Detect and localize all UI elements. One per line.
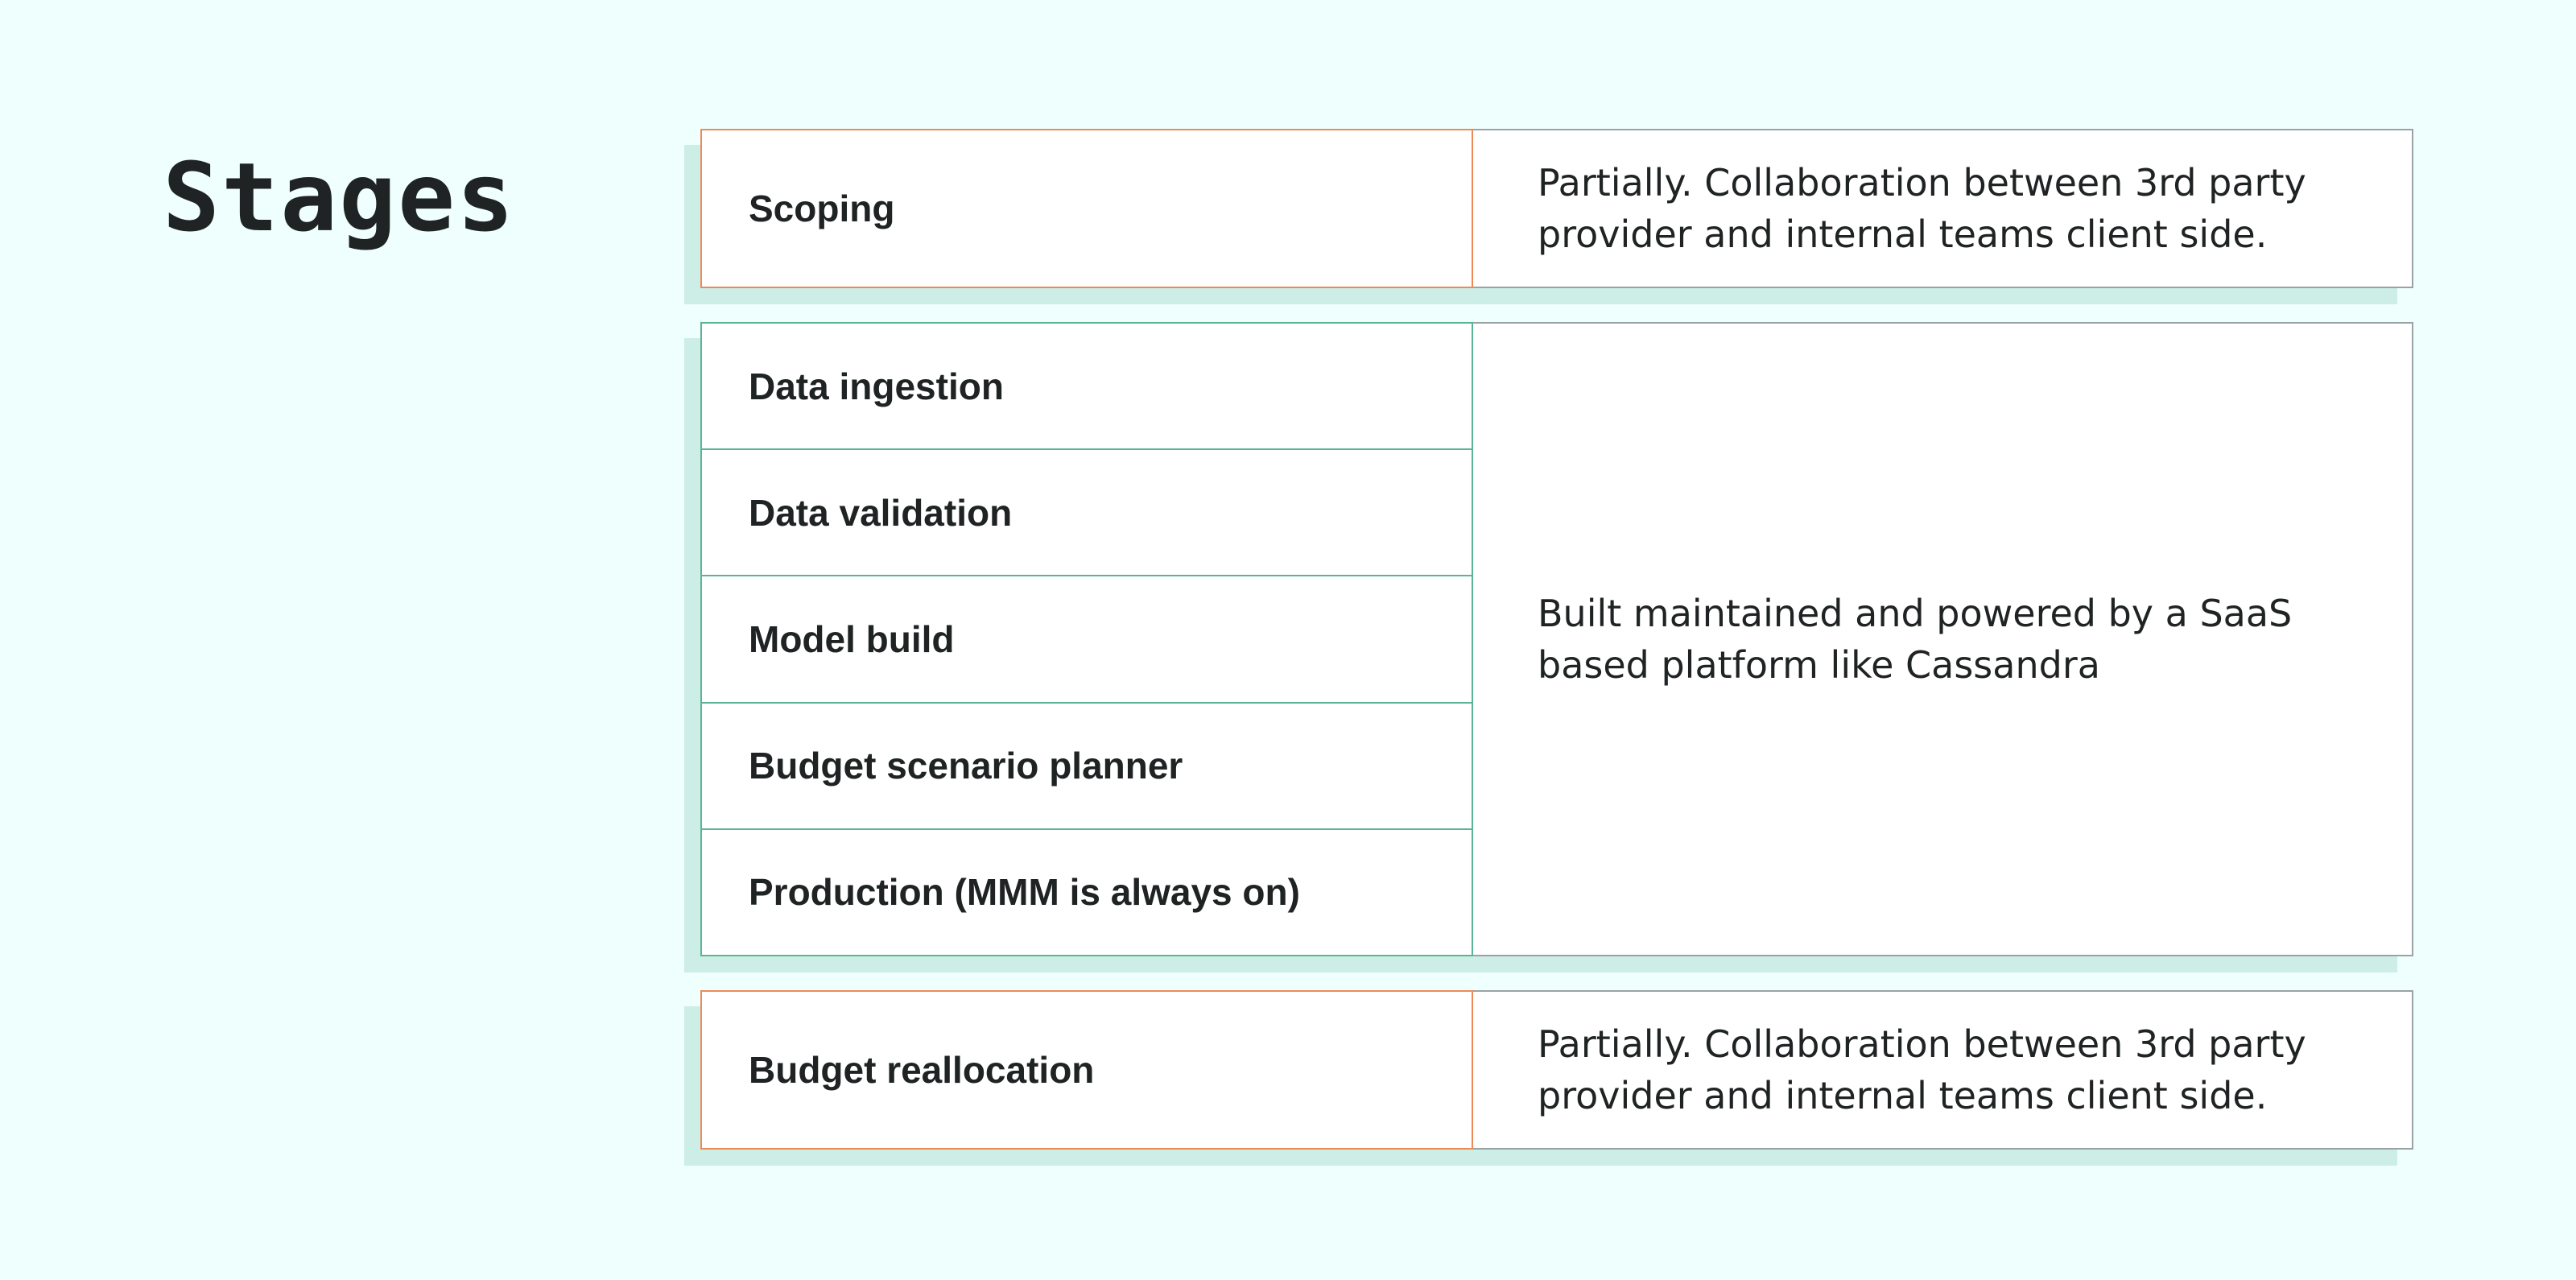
stage-cell: Production (MMM is always on) xyxy=(702,828,1472,955)
stage-list: Data ingestion Data validation Model bui… xyxy=(700,322,1473,956)
description-cell: Partially. Collaboration between 3rd par… xyxy=(1473,990,2413,1150)
stage-cell: Budget scenario planner xyxy=(702,701,1472,828)
description-cell: Built maintained and powered by a SaaS b… xyxy=(1473,322,2413,956)
stage-cell: Data ingestion xyxy=(749,365,1004,407)
stage-cell: Budget reallocation xyxy=(749,1049,1095,1091)
page-title: Stages xyxy=(163,142,516,253)
stage-list: Budget reallocation xyxy=(700,990,1473,1150)
description-text: Partially. Collaboration between 3rd par… xyxy=(1538,161,2306,256)
stage-cell: Model build xyxy=(702,575,1472,701)
description-text: Partially. Collaboration between 3rd par… xyxy=(1538,1022,2306,1117)
stage-group-platform: Data ingestion Data validation Model bui… xyxy=(700,322,2413,956)
stage-group-reallocation: Budget reallocation Partially. Collabora… xyxy=(700,990,2413,1150)
stage-cell: Data validation xyxy=(702,448,1472,575)
stage-group-scoping: Scoping Partially. Collaboration between… xyxy=(700,129,2413,288)
description-text: Built maintained and powered by a SaaS b… xyxy=(1538,592,2293,687)
stage-cell: Scoping xyxy=(749,188,895,229)
stage-list: Scoping xyxy=(700,129,1473,288)
description-cell: Partially. Collaboration between 3rd par… xyxy=(1473,129,2413,288)
